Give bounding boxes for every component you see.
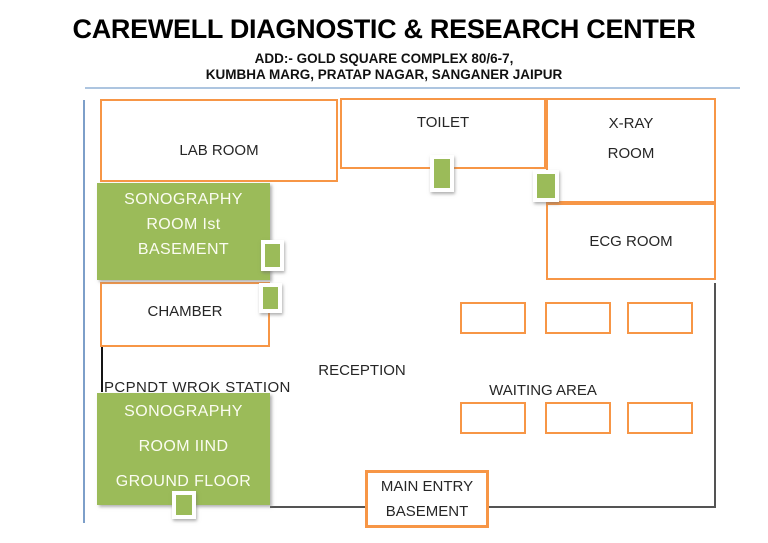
waiting-seat-box-6 <box>627 402 693 434</box>
xray-room-label-line2: ROOM <box>607 145 655 162</box>
sonography-second-label-line2: ROOM IIND <box>138 438 229 455</box>
sonography-first-door-marker <box>261 240 284 271</box>
waiting-seat-box-1 <box>460 302 526 334</box>
waiting-seat-box-5 <box>545 402 611 434</box>
pcpndt-work-station-label: PCPNDT WROK STATION <box>104 379 291 396</box>
toilet-label: TOILET <box>416 114 470 131</box>
lab-room-box: LAB ROOM <box>100 99 338 182</box>
page-title: CAREWELL DIAGNOSTIC & RESEARCH CENTER <box>72 14 696 44</box>
xray-room-door-marker <box>533 170 559 202</box>
sonography-first-label-line2: ROOM Ist <box>146 216 221 233</box>
corridor-wall-line <box>101 347 103 392</box>
bottom-wall-line <box>270 506 716 508</box>
header-divider-line <box>85 87 740 89</box>
reception-label: RECEPTION <box>318 362 406 379</box>
main-entry-label-line1: MAIN ENTRY <box>380 478 474 495</box>
left-wall-line <box>83 100 85 523</box>
sonography-second-label-line1: SONOGRAPHY <box>124 403 243 420</box>
chamber-label: CHAMBER <box>147 302 223 320</box>
sonography-second-door-marker <box>172 491 196 519</box>
sonography-first-label-line3: BASEMENT <box>137 241 230 258</box>
xray-room-box: X-RAY ROOM <box>546 98 716 203</box>
sonography-first-label-line1: SONOGRAPHY <box>124 191 243 208</box>
address-line-1: ADD:- GOLD SQUARE COMPLEX 80/6-7, <box>254 51 514 66</box>
ecg-room-box: ECG ROOM <box>546 203 716 280</box>
address-line-2: KUMBHA MARG, PRATAP NAGAR, SANGANER JAIP… <box>205 67 563 82</box>
sonography-second-label-line3: GROUND FLOOR <box>115 473 252 490</box>
lab-room-label: LAB ROOM <box>179 141 259 159</box>
main-entry-label-line2: BASEMENT <box>385 503 469 520</box>
xray-room-label-line1: X-RAY <box>608 115 654 132</box>
waiting-area-label: WAITING AREA <box>489 382 597 399</box>
sonography-room-second-box: SONOGRAPHY ROOM IIND GROUND FLOOR <box>97 393 270 505</box>
chamber-door-marker <box>259 283 282 313</box>
waiting-seat-box-2 <box>545 302 611 334</box>
right-wall-line <box>714 283 716 507</box>
sonography-room-first-box: SONOGRAPHY ROOM Ist BASEMENT <box>97 183 270 280</box>
toilet-door-marker <box>430 155 454 192</box>
waiting-seat-box-3 <box>627 302 693 334</box>
waiting-seat-box-4 <box>460 402 526 434</box>
chamber-box: CHAMBER <box>100 282 270 347</box>
main-entry-box: MAIN ENTRY BASEMENT <box>365 470 489 528</box>
ecg-room-label: ECG ROOM <box>589 233 673 250</box>
